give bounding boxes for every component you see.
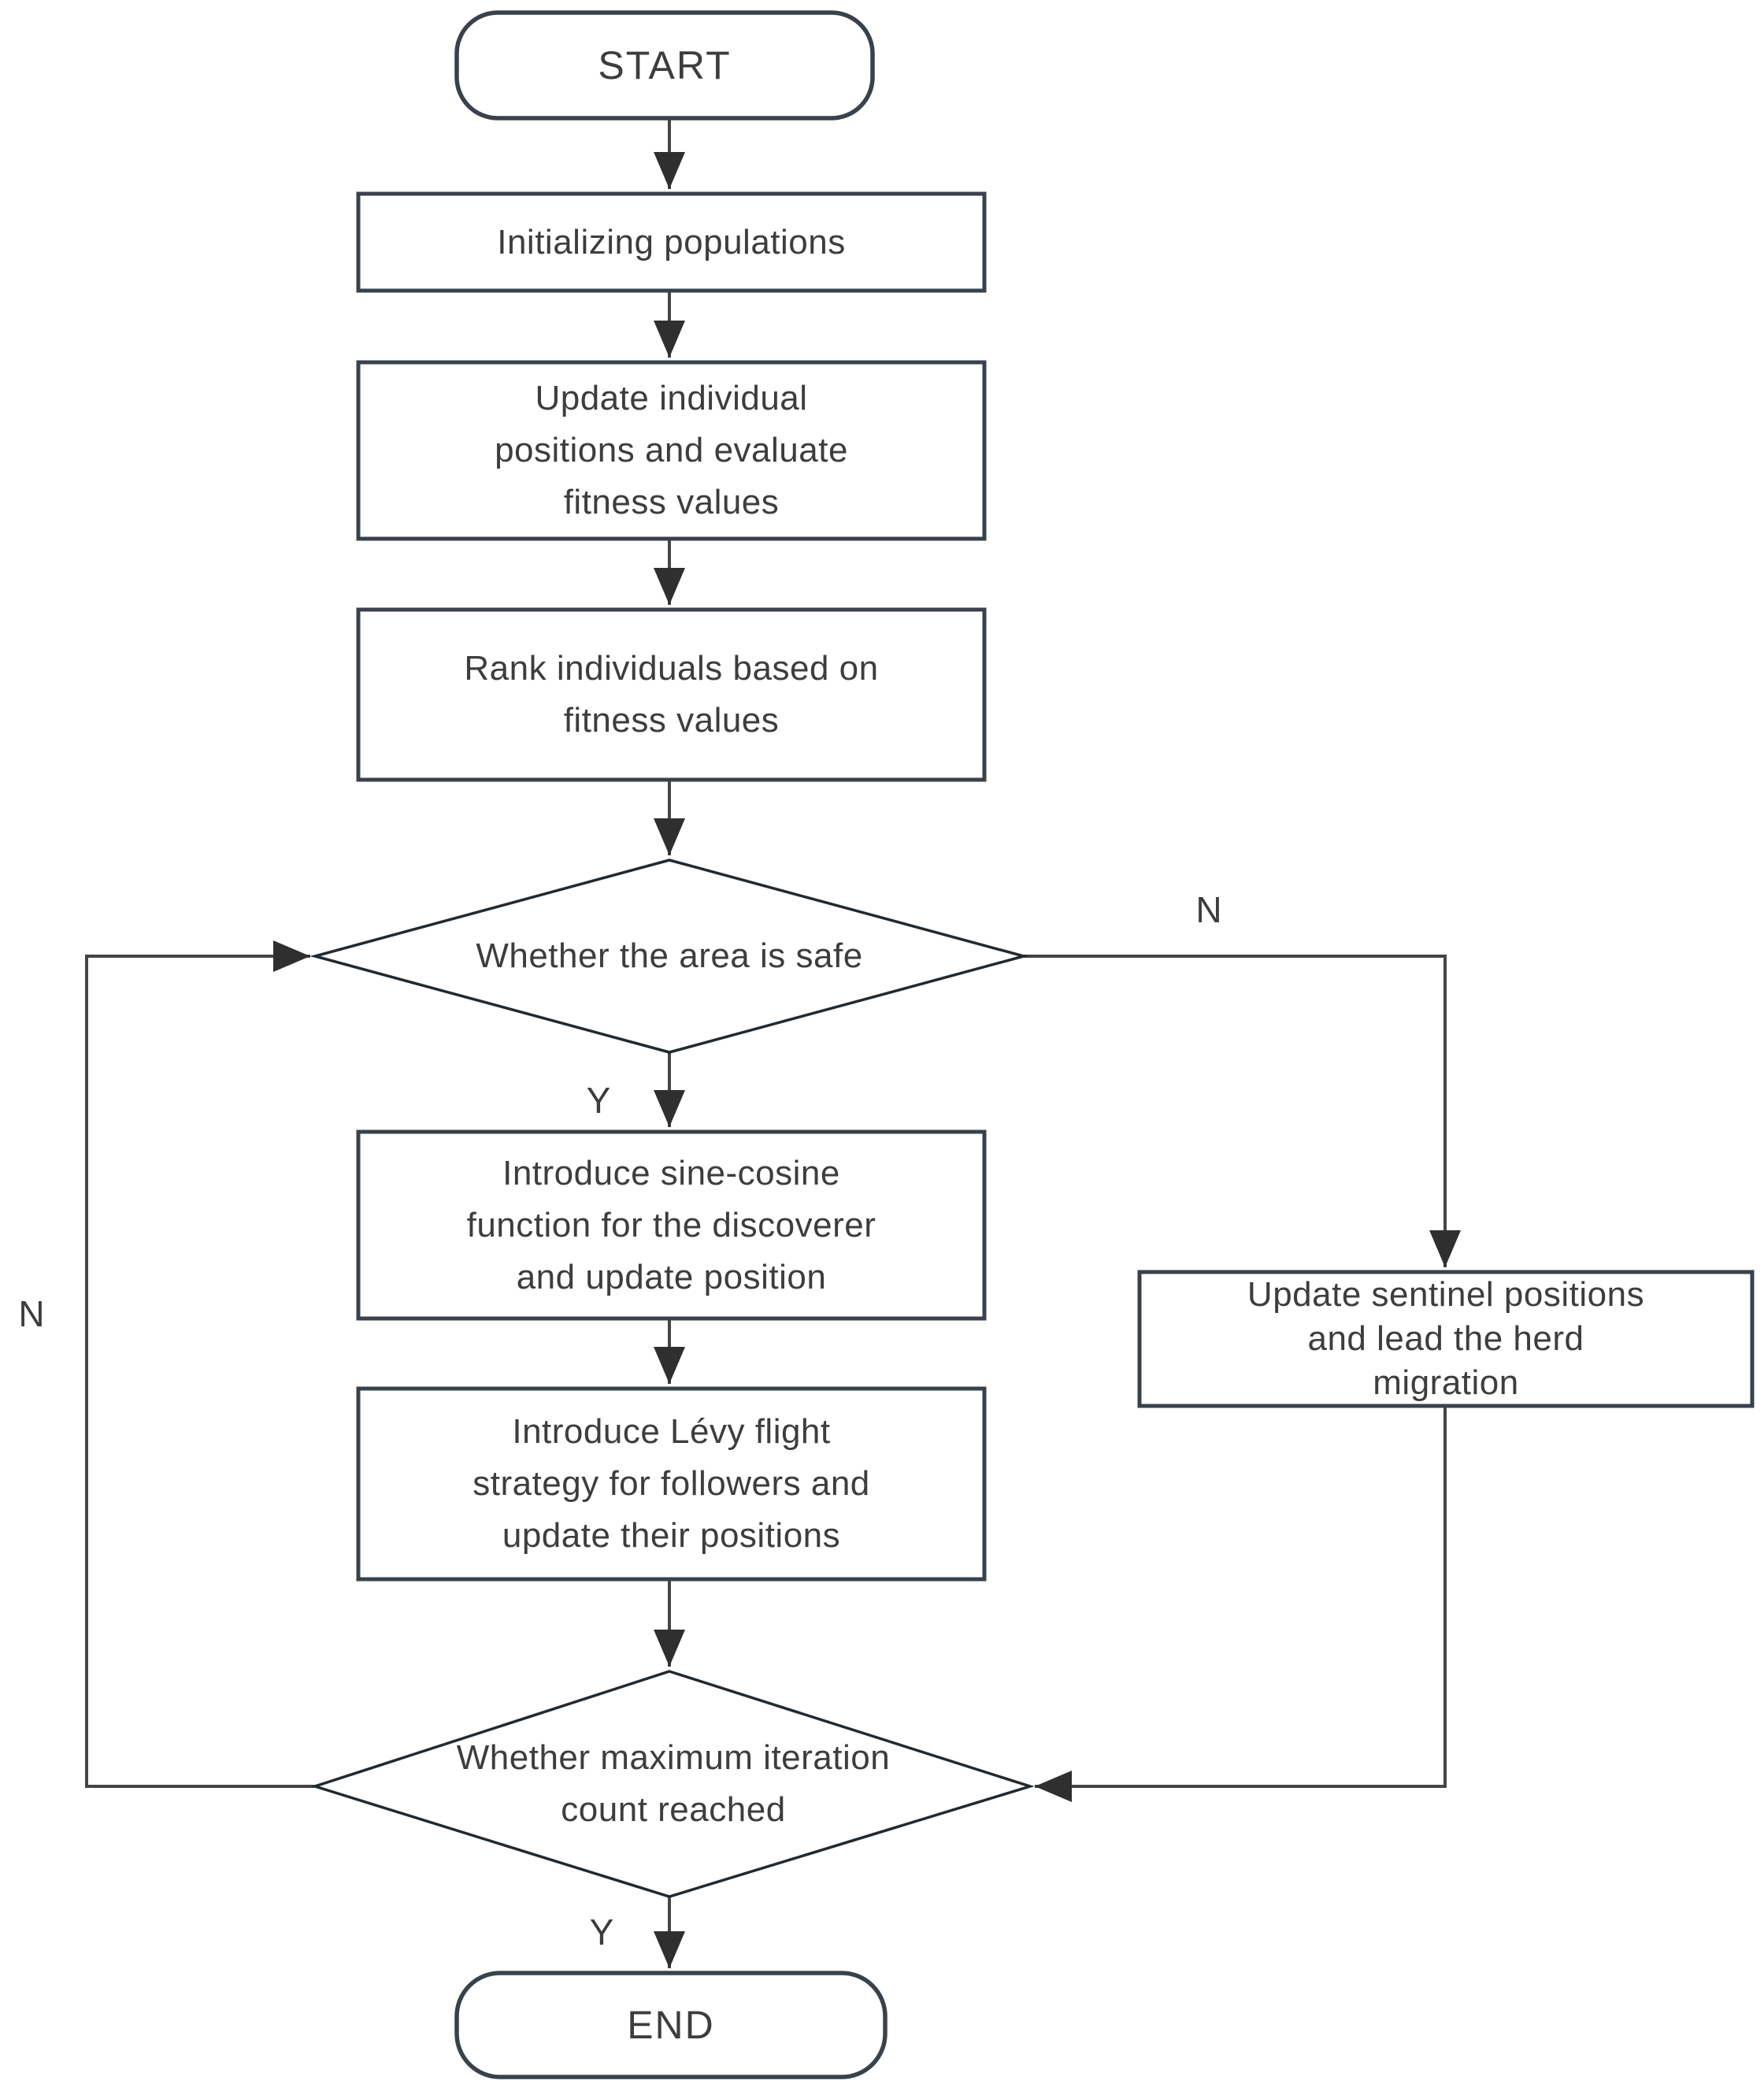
sine-node-shape [356, 1129, 987, 1321]
levy-node-shape [356, 1386, 987, 1582]
init-node-shape [356, 191, 987, 293]
branch-label-safe-yes: Y [586, 1080, 611, 1121]
end-node-shape [454, 1971, 888, 2079]
shapes-group [309, 10, 1755, 2079]
update-node-shape [356, 360, 987, 541]
decision-iteration-shape [310, 1670, 1035, 1898]
edges-group [85, 118, 1461, 1968]
edge-iteration-no-loop [85, 940, 315, 1788]
branch-label-safe-no: N [1195, 889, 1222, 930]
sentinel-node-shape [1137, 1270, 1755, 1408]
edge-safe-no-sentinel [1024, 955, 1461, 1267]
edge-sentinel-iteration [1035, 1406, 1447, 1802]
decision-safe-shape [309, 859, 1029, 1054]
start-node-shape [454, 10, 875, 121]
branch-label-iteration-yes: Y [589, 1912, 614, 1953]
rank-node-shape [356, 607, 987, 782]
branch-label-iteration-no: N [18, 1293, 45, 1334]
